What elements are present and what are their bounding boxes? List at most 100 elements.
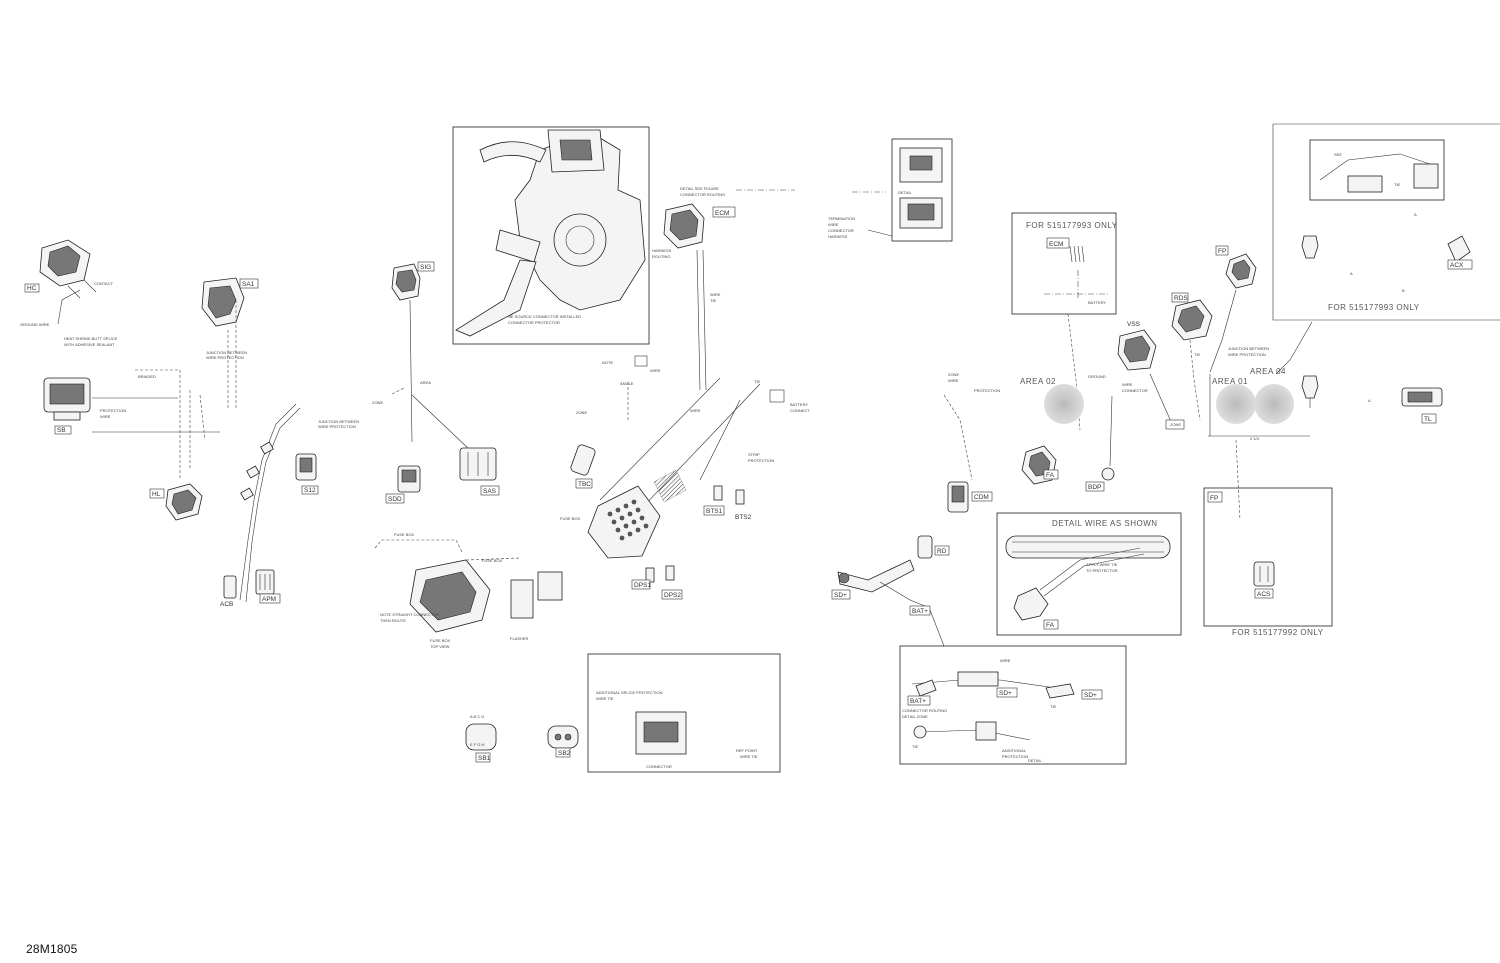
svg-text:APPLY WIRE TIE: APPLY WIRE TIE — [1086, 562, 1118, 567]
connector-label-bat2: BAT+ — [910, 698, 926, 705]
svg-text:WIRE: WIRE — [100, 414, 111, 419]
left-cluster: HC CONTACT GROUND WIRE HEAT SHRINK BUTT … — [20, 239, 359, 608]
callout-for-only-3: FOR 515177993 ONLY — [1328, 303, 1420, 312]
svg-text:A: A — [1368, 398, 1371, 403]
svg-text:CONNECTOR ROUTING: CONNECTOR ROUTING — [680, 192, 725, 197]
svg-text:REF POINT: REF POINT — [736, 748, 758, 753]
svg-text:ZONE: ZONE — [948, 372, 959, 377]
connector-apm-part — [255, 569, 275, 595]
svg-text:WIRE: WIRE — [948, 378, 959, 383]
svg-text:AREA: AREA — [420, 380, 431, 385]
svg-text:ZONE: ZONE — [1170, 422, 1181, 427]
svg-text:A: A — [1350, 271, 1353, 276]
area-label-01: AREA 01 — [1212, 377, 1248, 386]
connector-label-dps2: DPS2 — [664, 592, 681, 599]
svg-text:DETAIL: DETAIL — [1028, 758, 1042, 763]
svg-text:JUNCTION BETWEEN: JUNCTION BETWEEN — [206, 350, 247, 355]
connector-acs-part — [1253, 561, 1275, 587]
svg-text:TOP VIEW: TOP VIEW — [430, 644, 450, 649]
connector-label-sd: SD+ — [834, 592, 847, 599]
svg-text:NOTE: NOTE — [602, 360, 613, 365]
fp-box-label: FP — [1210, 495, 1218, 502]
connector-label-sig: SIG — [420, 264, 431, 271]
ecm-only-box: FOR 515177993 ONLY ECM BATTERY — [1011, 212, 1117, 431]
connector-hc-part — [39, 239, 97, 299]
connector-label-acb: ACB — [220, 601, 233, 608]
svg-text:WIRE PROTECTION: WIRE PROTECTION — [1228, 352, 1266, 357]
connector-label-sb1: SB1 — [478, 755, 491, 762]
connector-label-sb2: SB2 — [558, 750, 571, 757]
connector-tbc-part — [570, 444, 596, 476]
connector-label-sa1: SA1 — [242, 281, 255, 288]
connector-label-tl: TL — [1424, 416, 1432, 423]
connector-s12-part — [295, 453, 317, 481]
svg-text:FUSE BOX: FUSE BOX — [560, 516, 581, 521]
connector-label-sas: SAS — [483, 488, 497, 495]
connector-sd-part — [837, 559, 915, 593]
connector-fp-part — [1225, 253, 1257, 289]
connector-sa1-part — [201, 277, 245, 327]
svg-text:FLASHER: FLASHER — [510, 636, 529, 641]
svg-text:GROUND WIRE: GROUND WIRE — [20, 322, 50, 327]
svg-text:PROTECTION: PROTECTION — [748, 458, 774, 463]
top-right-detail: DETAIL TERMINATION WIRE CONNECTOR HARNES… — [828, 138, 953, 242]
svg-text:FUSE BOX: FUSE BOX — [430, 638, 451, 643]
ecm-box-label: ECM — [1049, 241, 1063, 248]
connector-label-apm: APM — [262, 596, 276, 603]
svg-text:2 1/4: 2 1/4 — [1250, 436, 1260, 441]
svg-text:WIRE PROTECTION: WIRE PROTECTION — [318, 424, 356, 429]
svg-text:HARNESS: HARNESS — [652, 248, 672, 253]
area-04-dot — [1254, 384, 1294, 424]
svg-text:TIE: TIE — [710, 298, 717, 303]
svg-text:WIRE: WIRE — [1000, 658, 1011, 663]
svg-text:DETAIL ZONE: DETAIL ZONE — [902, 714, 928, 719]
engine-detail-box: NE SOURCE CONNECTOR INSTALLED CONNECTOR … — [452, 126, 650, 345]
svg-text:TIE: TIE — [1394, 182, 1401, 187]
connector-tl-part — [1401, 387, 1443, 407]
connector-label-rds: RDS — [1174, 295, 1188, 302]
svg-text:NOTE STRAIGHT CONNECTOR: NOTE STRAIGHT CONNECTOR — [380, 612, 439, 617]
connector-label-acx: ACX — [1450, 262, 1464, 269]
svg-text:A: A — [1414, 212, 1417, 217]
svg-text:ADDITIONAL: ADDITIONAL — [1002, 748, 1027, 753]
connector-label-acs: ACS — [1257, 591, 1271, 598]
connector-label-rd: RD — [937, 548, 947, 555]
svg-text:TIE: TIE — [1194, 352, 1201, 357]
bottom-left-cluster: A B C D E F G H SB1 SB2 ADDITIONAL SPLIC… — [465, 653, 781, 773]
connector-label-sb: SB — [57, 427, 66, 434]
svg-text:CONNECTOR: CONNECTOR — [1122, 388, 1148, 393]
callout-detail: DETAIL WIRE AS SHOWN — [1052, 519, 1158, 528]
connector-vss-part — [1117, 329, 1157, 371]
svg-text:FUSE BOX: FUSE BOX — [394, 532, 415, 537]
svg-text:FUSE BOX: FUSE BOX — [482, 558, 503, 563]
svg-text:WIRE: WIRE — [650, 368, 661, 373]
svg-text:TIE: TIE — [1050, 704, 1057, 709]
connector-sas-part — [459, 447, 497, 481]
connector-label-ecm: ECM — [715, 210, 729, 217]
connector-cdm-part — [947, 481, 969, 513]
svg-text:DETAIL: DETAIL — [898, 190, 912, 195]
svg-text:TO PROTECTOR: TO PROTECTOR — [1086, 568, 1118, 573]
connector-label-hl: HL — [152, 491, 161, 498]
drawing-reference-number: 28M1805 — [26, 942, 78, 956]
svg-text:WIRE: WIRE — [690, 408, 701, 413]
fuse-block-part — [587, 485, 661, 559]
detail-wire-box: DETAIL WIRE AS SHOWN FA APPLY WIRE TIE T… — [996, 512, 1182, 636]
svg-text:WIRE TIE: WIRE TIE — [740, 754, 758, 759]
center-left-cluster: SIG ZONE AREA SDD SAS FUSE BOX FUSE BOX … — [372, 261, 563, 649]
connector-label-bdp: BDP — [1088, 484, 1101, 491]
svg-text:JUNCTION BETWEEN: JUNCTION BETWEEN — [1228, 346, 1269, 351]
svg-text:WIRE: WIRE — [710, 292, 721, 297]
svg-text:ZONE: ZONE — [372, 400, 383, 405]
svg-text:ANGLE: ANGLE — [620, 381, 634, 386]
svg-text:BATTERY: BATTERY — [1088, 300, 1106, 305]
svg-text:ROUTING: ROUTING — [652, 254, 670, 259]
connector-bts-part — [713, 485, 745, 505]
svg-text:WIRE: WIRE — [1122, 382, 1133, 387]
connector-label-fa2: FA — [1046, 622, 1055, 629]
svg-text:SEE: SEE — [1334, 152, 1342, 157]
svg-text:A B C D: A B C D — [470, 714, 484, 719]
connector-acb-part — [223, 575, 237, 599]
svg-text:PROTECTION: PROTECTION — [974, 388, 1000, 393]
connector-label-sd2: SD+ — [999, 690, 1012, 697]
